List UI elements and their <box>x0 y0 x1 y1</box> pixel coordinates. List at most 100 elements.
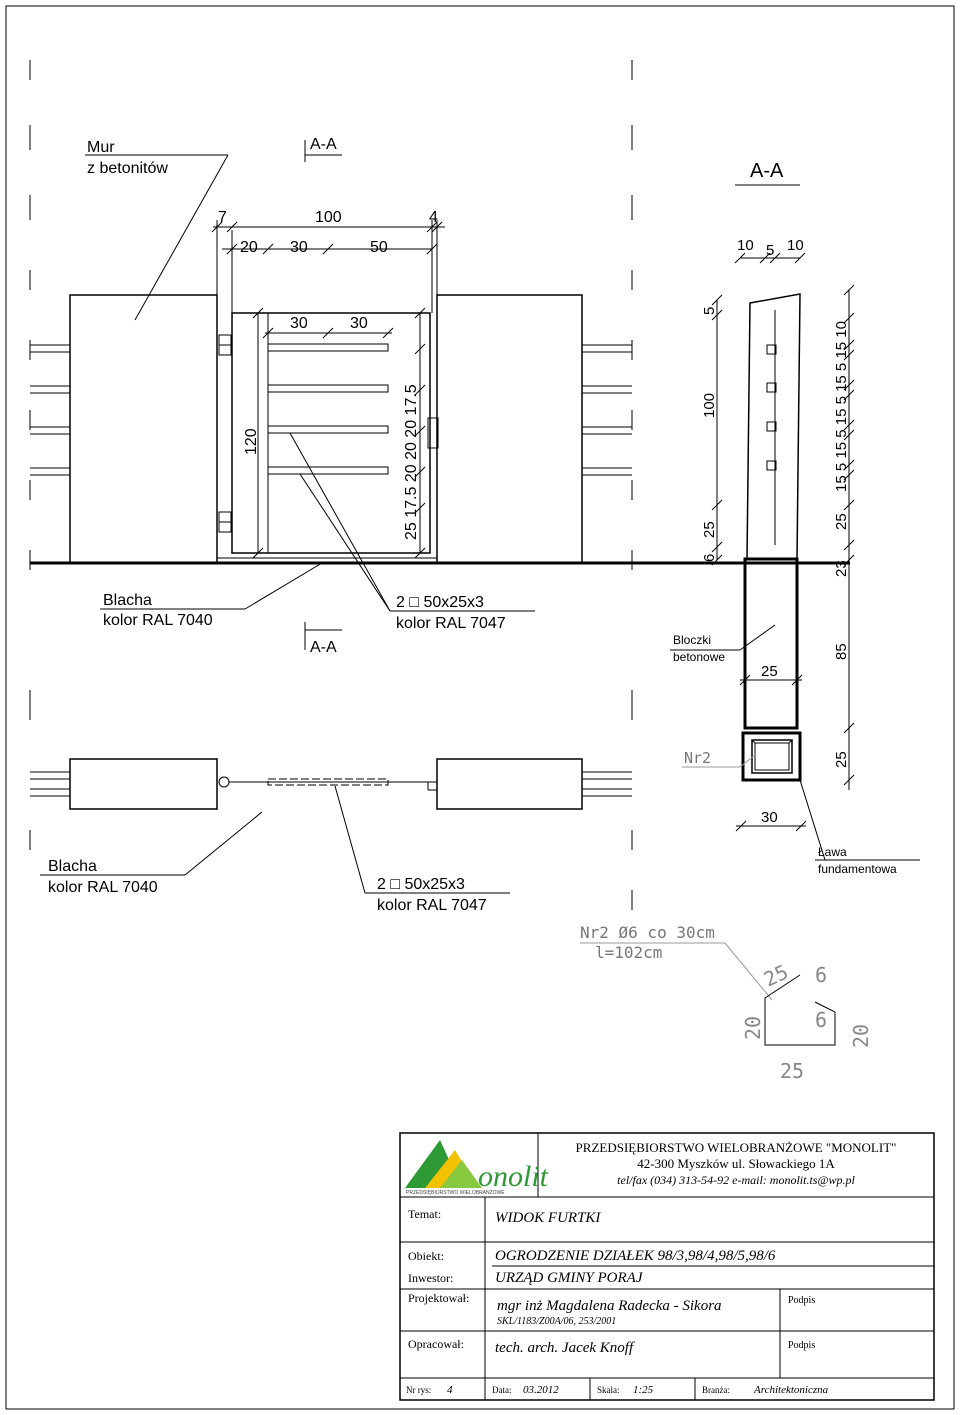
gate-plan-view: Blacha kolor RAL 7040 2 □ 50x25x3 kolor … <box>30 758 632 914</box>
inwestor-value: URZĄD GMINY PORAJ <box>495 1270 644 1286</box>
dim-top-total: 100 <box>315 209 342 226</box>
label-bloczki: Bloczki <box>673 633 711 647</box>
projektowal-sub: SKL/1183/Z00A/06, 253/2001 <box>497 1316 616 1327</box>
dim-gate-30b: 30 <box>350 315 368 332</box>
branza-value: Architektoniczna <box>753 1384 829 1396</box>
label-blacha-color-plan: kolor RAL 7040 <box>48 879 158 896</box>
top-dimension-lines <box>211 220 445 559</box>
label-bloczki-2: betonowe <box>673 650 725 664</box>
label-nr2: Nr2 <box>684 749 711 767</box>
dim-sec-right-25: 25 <box>833 513 850 530</box>
dim-50: 50 <box>370 239 388 256</box>
company-address: 42-300 Myszków ul. Słowackiego 1A <box>637 1156 835 1171</box>
rebar-detail: Nr2 Ø6 co 30cm l=102cm 25 6 6 20 20 25 <box>580 923 873 1083</box>
dim-sec-found-h25: 25 <box>761 663 778 680</box>
hinges <box>218 334 232 533</box>
gate-lock <box>427 417 439 449</box>
section-title: A-A <box>750 160 784 182</box>
label-rebar: Nr2 Ø6 co 30cm <box>580 923 715 942</box>
dim-sec-25: 25 <box>701 521 718 538</box>
dim-sec-5: 5 <box>766 242 774 259</box>
label-profile-top: 2 □ 50x25x3 <box>396 594 484 611</box>
nr-rys-value: 4 <box>447 1384 453 1396</box>
dim-top-left: 7 <box>218 209 227 226</box>
dim-sec-found-30: 30 <box>761 809 778 826</box>
plan-left-pillar <box>69 758 218 810</box>
projektowal-value: mgr inż Magdalena Radecka - Sikora <box>497 1298 722 1314</box>
section-foundation <box>743 557 799 730</box>
company-contact: tel/fax (034) 313-54-92 e-mail: monolit.… <box>617 1173 855 1187</box>
dim-sec-85: 85 <box>833 643 850 660</box>
opracowal-label: Opracował: <box>408 1337 464 1351</box>
podpis-2: Podpis <box>788 1340 815 1351</box>
dim-sec-100: 100 <box>701 393 718 418</box>
dim-bend-20a: 20 <box>741 1016 765 1040</box>
label-blacha-top: Blacha <box>103 592 152 609</box>
data-label: Data: <box>492 1385 512 1395</box>
dim-gate-30a: 30 <box>290 315 308 332</box>
section-rails <box>766 344 777 471</box>
left-fence-rails <box>30 344 70 476</box>
skala-label: Skala: <box>597 1385 620 1395</box>
dim-30: 30 <box>290 239 308 256</box>
skala-value: 1:25 <box>633 1384 654 1396</box>
section-aa: A-A 10 5 10 <box>636 160 920 876</box>
title-block: onolit PRZEDSIĘBIORSTWO WIELOBRANŻOWE PR… <box>399 1132 935 1401</box>
dim-sec-10a: 10 <box>737 237 754 254</box>
sheet-frame <box>5 5 955 1410</box>
label-profile-color-plan: kolor RAL 7047 <box>377 897 487 914</box>
dim-sec-10b: 10 <box>787 237 804 254</box>
dim-top-right: 4 <box>429 209 438 226</box>
right-pillar <box>436 294 583 564</box>
label-profile-color-top: kolor RAL 7047 <box>396 615 506 632</box>
dim-sec-right-chain: 15 5 15 5 15 5 15 5 15 10 <box>833 321 850 492</box>
company-logo: onolit PRZEDSIĘBIORSTWO WIELOBRANŻOWE <box>405 1140 549 1196</box>
obiekt-label: Obiekt: <box>408 1249 444 1263</box>
label-profile-plan: 2 □ 50x25x3 <box>377 876 465 893</box>
section-fence-profile <box>746 293 801 560</box>
section-marks <box>304 140 342 650</box>
label-rebar-length: l=102cm <box>595 943 662 962</box>
gate-slats <box>267 343 389 475</box>
plan-right-pillar <box>436 758 583 810</box>
dim-sec-found-25: 25 <box>833 751 850 768</box>
label-blacha-plan: Blacha <box>48 858 97 875</box>
temat-label: Temat: <box>408 1207 441 1221</box>
label-lawa-2: fundamentowa <box>818 862 897 876</box>
dim-bend-25a: 25 <box>760 960 792 992</box>
temat-value: WIDOK FURTKI <box>495 1210 601 1226</box>
company-name: PRZEDSIĘBIORSTWO WIELOBRANŻOWE "MONOLIT" <box>576 1140 897 1155</box>
dim-sec-left-5: 5 <box>701 307 718 315</box>
logo-sub: PRZEDSIĘBIORSTWO WIELOBRANŻOWE <box>406 1189 505 1196</box>
section-footing <box>741 731 802 782</box>
opracowal-value: tech. arch. Jacek Knoff <box>495 1340 635 1356</box>
label-mur-2: z betonitów <box>87 160 168 177</box>
dim-bend-25b: 25 <box>780 1059 804 1083</box>
projektowal-label: Projektował: <box>408 1291 469 1305</box>
left-pillar <box>69 294 218 564</box>
axis-marks <box>29 60 633 910</box>
dim-bend-6a: 6 <box>815 963 827 987</box>
label-lawa: Ława <box>818 845 847 859</box>
section-mark-top: A-A <box>310 136 337 153</box>
gate-frame <box>231 312 431 554</box>
logo-text: onolit <box>478 1160 549 1193</box>
label-blacha-color-top: kolor RAL 7040 <box>103 612 213 629</box>
section-mark-bottom: A-A <box>310 639 337 656</box>
branza-label: Branża: <box>702 1385 730 1395</box>
data-value: 03.2012 <box>523 1384 559 1396</box>
obiekt-value: OGRODZENIE DZIAŁEK 98/3,98/4,98/5,98/6 <box>495 1248 776 1264</box>
gate-front-view: 7 100 4 20 30 50 30 30 120 25 17.5 20 20… <box>30 136 636 656</box>
podpis-1: Podpis <box>788 1295 815 1306</box>
dim-bend-6b: 6 <box>815 1008 827 1032</box>
dim-gate-120: 120 <box>243 428 260 455</box>
label-mur: Mur <box>87 139 115 156</box>
dim-20: 20 <box>240 239 258 256</box>
nr-rys-label: Nr rys: <box>406 1385 431 1395</box>
dim-bend-20b: 20 <box>849 1024 873 1048</box>
inwestor-label: Inwestor: <box>408 1271 453 1285</box>
dim-sec-6: 6 <box>701 554 718 562</box>
right-fence-rails <box>582 344 632 476</box>
dim-sec-right-23: 23 <box>833 560 850 577</box>
